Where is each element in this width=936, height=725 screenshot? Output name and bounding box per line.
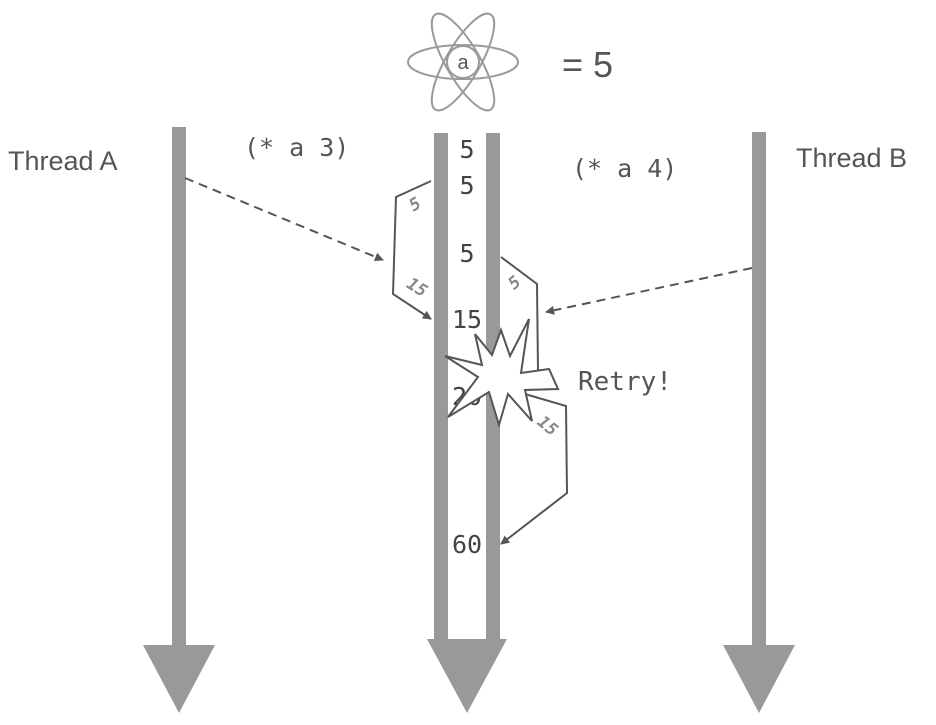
atom-label: a [457,52,469,74]
thread-b-read-arrow [545,267,753,315]
swap-a-out-label: 15 [403,274,431,302]
thread-b-expression: (* a 4) [572,154,677,183]
atom-timeline [427,133,507,713]
thread-a-swap-path [391,180,432,320]
atom-value: = 5 [562,44,613,85]
timeline-value: 5 [459,239,474,268]
swap-a-in-label: 5 [406,194,425,216]
thread-a-expression: (* a 3) [244,133,349,162]
thread-a-read-arrow [184,177,384,262]
atom-value-history: 5 5 5 15 20 60 [452,135,482,559]
thread-a-title: Thread A [8,146,118,176]
timeline-value: 5 [459,171,474,200]
thread-b-title: Thread B [796,143,907,173]
timeline-value: 15 [452,305,482,334]
thread-b-swap-path [500,256,539,373]
thread-b-timeline [723,132,795,713]
timeline-value: 5 [459,135,474,164]
swap-b-retry-label: 15 [533,412,562,440]
collision-burst-icon [444,318,560,429]
timeline-value: 60 [452,530,482,559]
thread-a-timeline [143,127,215,713]
swap-b-in-label: 5 [504,272,525,294]
retry-label: Retry! [578,367,672,397]
thread-b-retry-path [500,386,569,545]
